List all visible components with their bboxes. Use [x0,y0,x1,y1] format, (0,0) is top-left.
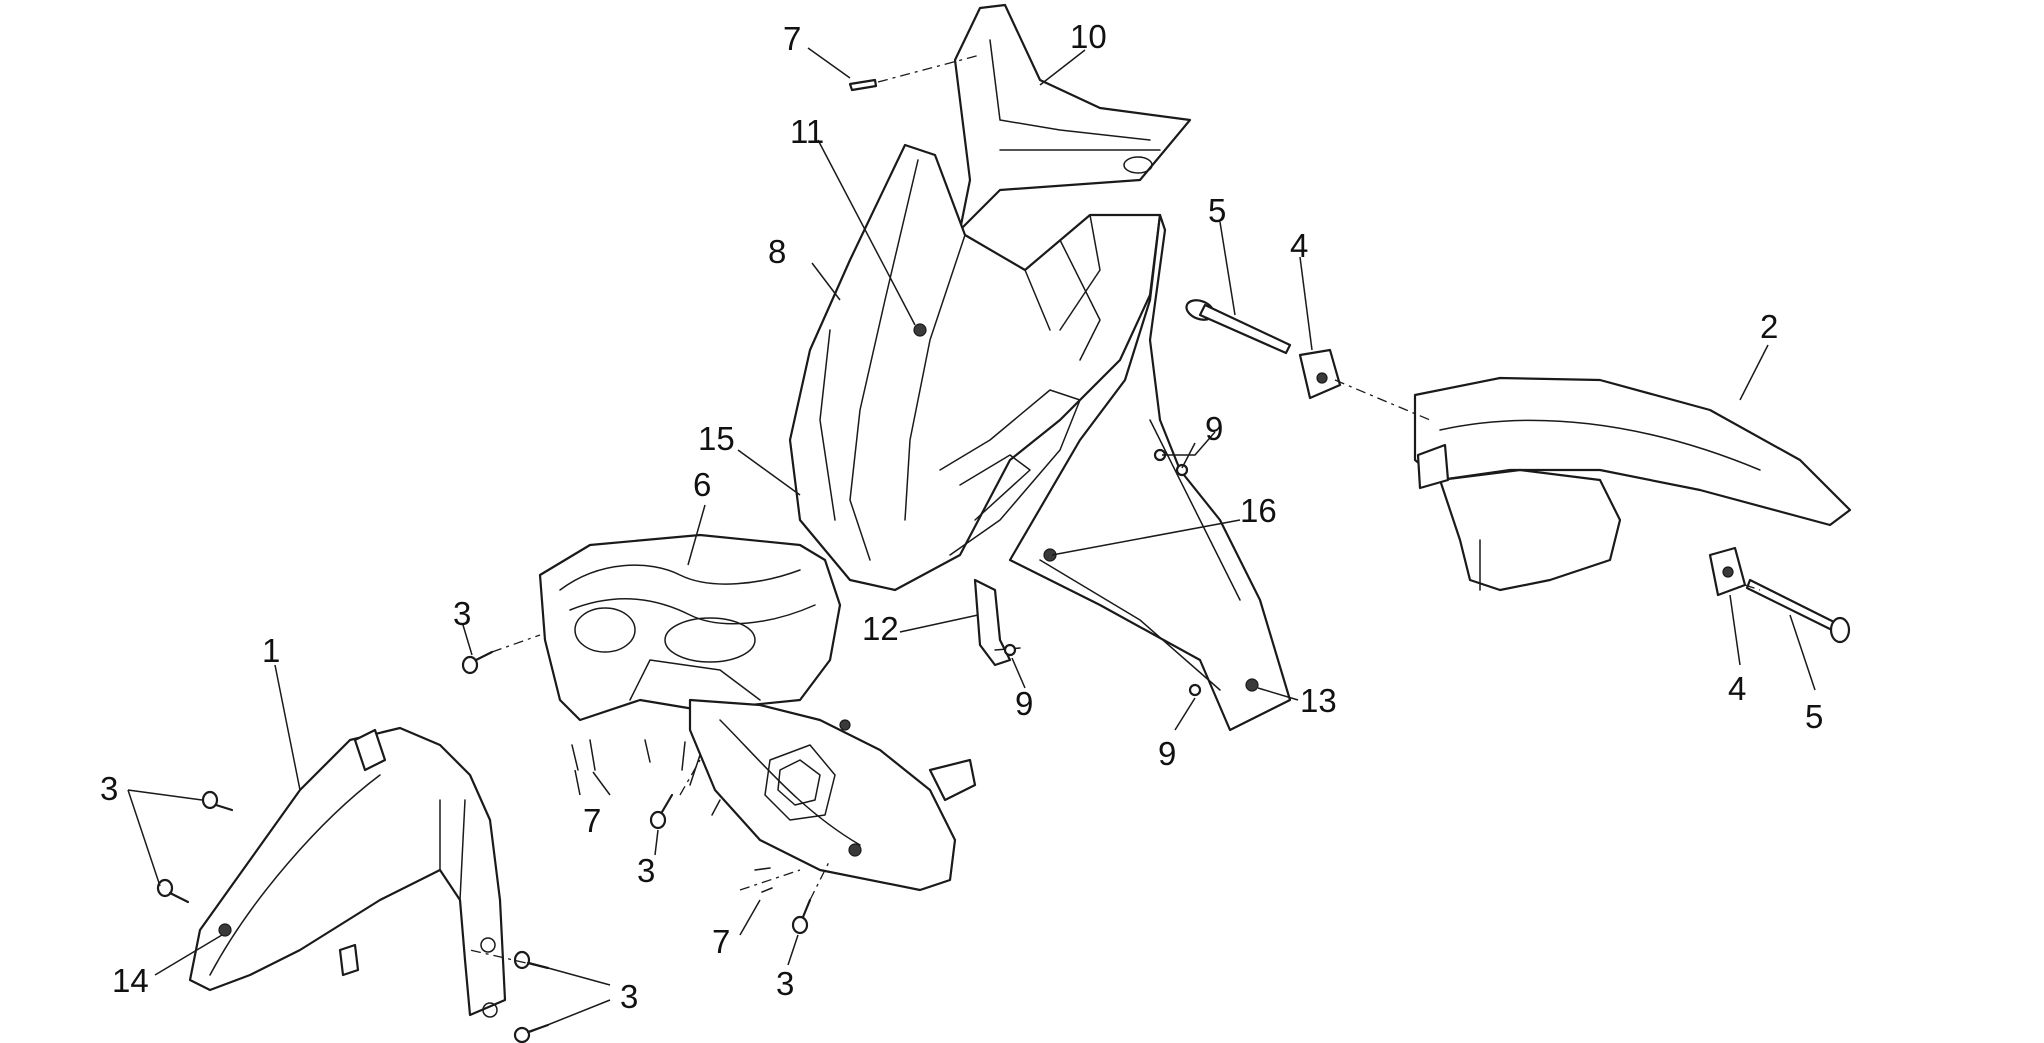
callout-14: 14 [112,962,149,999]
front-shield-part [788,143,1162,592]
side-panel-part [1008,213,1292,732]
screw-7-b [589,739,596,771]
bolt-5-upper [1185,299,1292,355]
callout-3-c: 3 [637,852,655,889]
top-cowl-part [953,3,1192,232]
screw-3-d [649,793,674,830]
callout-16: 16 [1240,492,1277,529]
callout-9-lower: 9 [1158,735,1176,772]
callout-7-mid: 7 [583,802,601,839]
screw-3-c [156,878,190,904]
callout-13: 13 [1300,682,1337,719]
rear-fender-part [1413,376,1852,592]
screw-7-f [711,799,721,816]
callout-2: 2 [1760,308,1778,345]
hardware-fasteners [156,78,1851,1043]
screw-3-f [513,950,550,970]
screw-9-c [1003,643,1017,657]
callout-8: 8 [768,233,786,270]
callout-11: 11 [790,113,824,150]
callout-9-mid: 9 [1015,685,1033,722]
clip-4-lower [1708,546,1747,597]
screw-7-a [571,744,579,771]
leader-lines [127,47,1816,1033]
callout-10: 10 [1070,18,1107,55]
callout-1: 1 [262,632,280,669]
screw-7-top [848,78,878,92]
inner-panel-part [538,533,842,722]
callout-3-a: 3 [453,595,471,632]
front-mudguard-part [188,726,507,1018]
screw-9-d [1188,683,1202,697]
callout-4-upper: 4 [1290,227,1308,264]
callout-7-top: 7 [783,20,801,57]
screw-7-c [644,739,651,763]
screw-7-g [754,867,771,871]
lower-cover-part [688,698,977,892]
callout-3-b: 3 [100,770,118,807]
callout-labels: 7 10 11 8 5 4 2 15 9 6 16 3 12 9 13 1 9 … [100,18,1823,1015]
callout-6: 6 [693,466,711,503]
bolt-5-lower [1745,578,1851,644]
screw-7-d [681,741,686,771]
screw-3-b [201,790,234,812]
callout-5-upper: 5 [1208,192,1226,229]
screw-9-b [1175,463,1189,477]
callout-3-e: 3 [620,978,638,1015]
clip-4-upper [1298,348,1342,400]
callout-9-upper: 9 [1205,410,1223,447]
callout-7-lower: 7 [712,923,730,960]
callout-15: 15 [698,420,735,457]
callout-5-lower: 5 [1805,698,1823,735]
screw-3-e [791,898,812,935]
screw-3-a [461,650,494,675]
assembly-lines [469,54,1761,969]
callout-12: 12 [862,610,899,647]
callout-3-d: 3 [776,965,794,1002]
screw-7-h [761,887,773,893]
callout-4-lower: 4 [1728,670,1746,707]
